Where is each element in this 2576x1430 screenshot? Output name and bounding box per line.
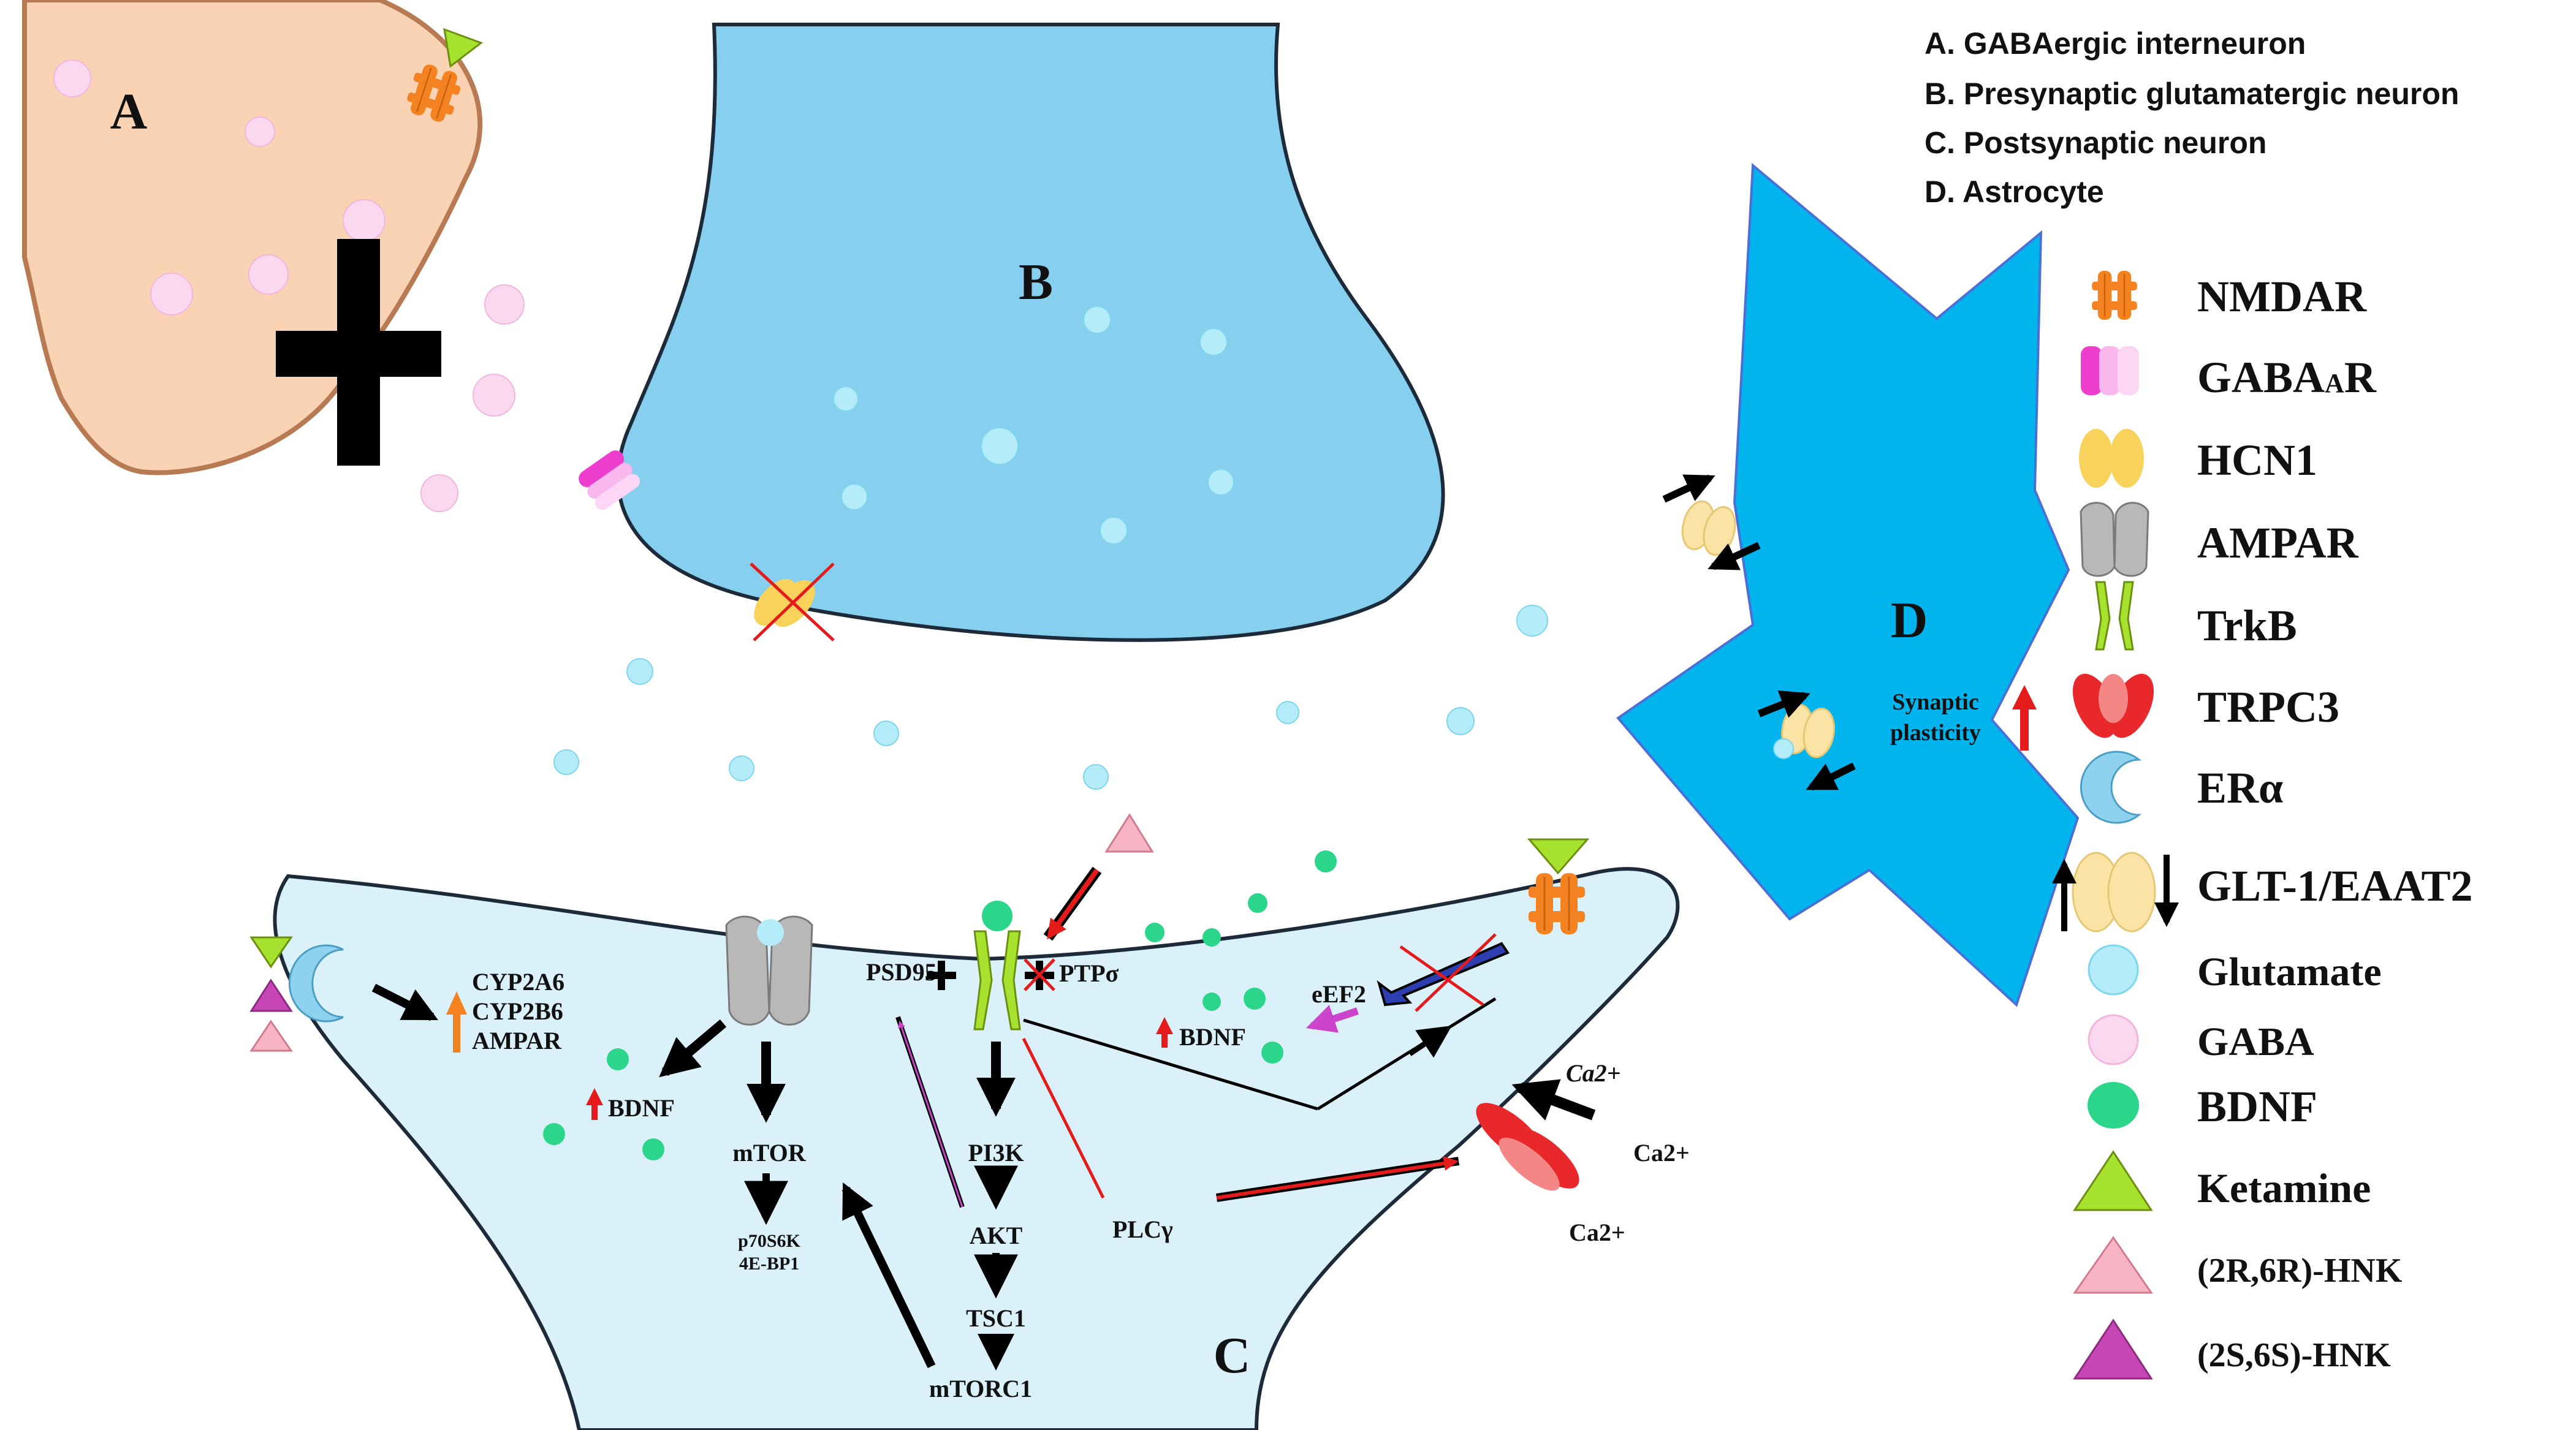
legend-gabaa-icon	[2081, 346, 2139, 395]
legend-trkb-label: TrkB	[2197, 601, 2297, 650]
hnk-rr-top-icon	[1104, 813, 1154, 853]
left-hnk-ss-icon	[249, 978, 293, 1012]
key-item-c: C. Postsynaptic neuron	[1924, 126, 2266, 160]
crossed-eef2-arrow-icon	[1377, 933, 1510, 1012]
bdnf-left-up-arrow-icon	[586, 1088, 603, 1120]
legend-trpc3-icon	[2072, 673, 2154, 738]
ptp-sigma-label: PTPσ	[1059, 959, 1119, 987]
ampar-receptor-icon	[725, 915, 813, 1026]
region-label-b: B	[1019, 254, 1053, 311]
key-item-b: B. Presynaptic glutamatergic neuron	[1924, 77, 2459, 111]
trkb-receptor-icon	[973, 901, 1021, 1031]
region-label-d: D	[1891, 592, 1928, 649]
legend-ampar-label: AMPAR	[2197, 518, 2359, 567]
bdnf-right-label: BDNF	[1179, 1023, 1246, 1051]
bdnf-left-label: BDNF	[608, 1094, 675, 1122]
legend-gabaa-label: GABAAR	[2197, 353, 2377, 402]
astrocyte-glt1-upper-icon	[1676, 496, 1741, 560]
legend-ampar-icon	[2080, 502, 2149, 577]
plasticity-up-arrow-icon	[2012, 685, 2037, 751]
bdnf-right-up-arrow-icon	[1156, 1017, 1173, 1048]
legend-era-label: ERα	[2197, 763, 2283, 812]
ca-top-label: Ca2+	[1566, 1059, 1620, 1087]
synaptic-label: Synaptic	[1892, 689, 1978, 715]
left-hnk-rr-icon	[249, 1020, 293, 1052]
astrocyte	[1616, 162, 2080, 1007]
legend-era-icon	[2080, 751, 2142, 824]
tsc1-label: TSC1	[966, 1304, 1026, 1332]
legend-bdnf-icon	[2088, 1082, 2139, 1129]
legend-glutamate-label: Glutamate	[2197, 950, 2382, 994]
legend-hnk-rr-icon	[2073, 1236, 2153, 1294]
legend-hnk-ss-icon	[2073, 1318, 2153, 1380]
legend: NMDAR GABAAR HCN1 AMPAR TrkB	[2052, 270, 2473, 1380]
pi3k-label: PI3K	[968, 1139, 1024, 1167]
plus-sign-icon	[276, 239, 441, 466]
era-receptor-icon	[288, 944, 344, 1023]
legend-glt1-icon	[2052, 852, 2179, 933]
akt-label: AKT	[970, 1222, 1023, 1249]
cyp2a6-label: CYP2A6	[472, 968, 564, 996]
legend-hcn1-label: HCN1	[2197, 436, 2317, 485]
legend-hcn1-icon	[2079, 429, 2144, 488]
psd95-label: PSD95	[866, 958, 937, 986]
legend-ketamine-icon	[2073, 1150, 2153, 1211]
plasticity-label: plasticity	[1890, 720, 1981, 746]
ptp-cross-icon	[1024, 958, 1055, 991]
gabaergic-interneuron	[22, 0, 525, 512]
p70s6k-label: p70S6K	[738, 1231, 800, 1251]
ca-bottom-label: Ca2+	[1569, 1219, 1625, 1246]
legend-hnk-ss-label: (2S,6S)-HNK	[2197, 1336, 2391, 1374]
legend-nmdar-icon	[2091, 270, 2138, 321]
legend-nmdar-label: NMDAR	[2197, 272, 2367, 321]
mtor-label: mTOR	[732, 1139, 806, 1167]
legend-glt1-label: GLT-1/EAAT2	[2197, 861, 2473, 910]
cyp2b6-label: CYP2B6	[472, 997, 563, 1025]
postsynaptic-ketamine-icon	[1527, 838, 1590, 875]
ampar-effect-label: AMPAR	[472, 1027, 562, 1054]
left-ketamine-icon	[249, 936, 293, 969]
cleft-glutamate	[553, 605, 1548, 790]
key-item-d: D. Astrocyte	[1924, 175, 2104, 209]
region-label-c: C	[1214, 1327, 1251, 1384]
legend-trpc3-label: TRPC3	[2197, 683, 2339, 732]
legend-gaba-icon	[2088, 1014, 2139, 1065]
4ebp1-label: 4E-BP1	[739, 1254, 799, 1274]
presynaptic-neuron	[579, 23, 1445, 642]
mtorc1-label: mTORC1	[929, 1375, 1032, 1402]
trpc3-channel-icon	[1476, 1103, 1579, 1191]
interneuron-ketamine-icon	[443, 28, 484, 68]
plcg-label: PLCγ	[1112, 1216, 1173, 1243]
presynaptic-gabaa-receptor-icon	[579, 450, 640, 510]
legend-glutamate-icon	[2088, 944, 2139, 996]
key-item-a: A. GABAergic interneuron	[1924, 26, 2306, 61]
cyp-up-arrow-icon	[446, 991, 467, 1053]
eef2-label: eEF2	[1312, 980, 1366, 1008]
legend-bdnf-label: BDNF	[2197, 1082, 2317, 1131]
psd95-plus-icon	[927, 961, 956, 990]
legend-hnk-rr-label: (2R,6R)-HNK	[2197, 1252, 2403, 1290]
ca-right-label: Ca2+	[1633, 1139, 1690, 1167]
legend-gaba-label: GABA	[2197, 1020, 2314, 1064]
legend-trkb-icon	[2095, 581, 2134, 651]
legend-ketamine-label: Ketamine	[2197, 1165, 2371, 1211]
region-label-a: A	[110, 83, 148, 140]
crossed-hcn1-icon	[750, 562, 835, 641]
